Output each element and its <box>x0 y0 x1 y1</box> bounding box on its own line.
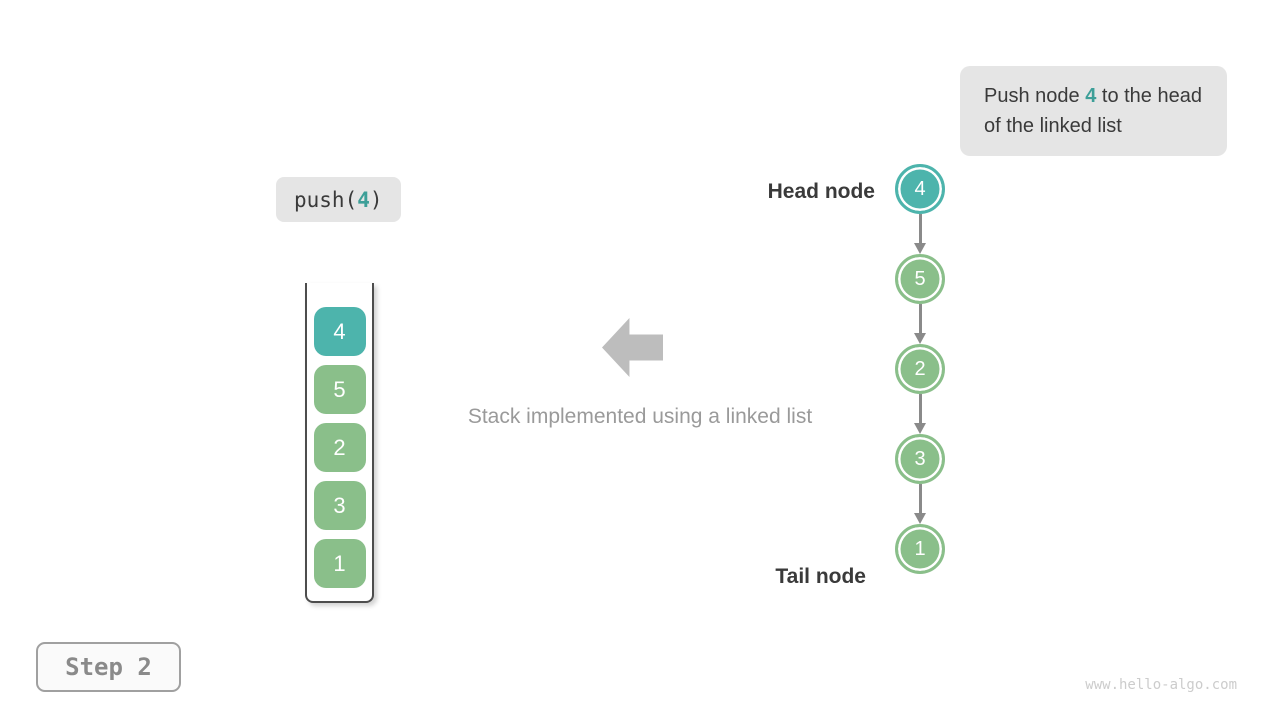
arrow-line <box>918 484 922 513</box>
stack-item: 4 <box>313 307 366 356</box>
arrow-line <box>918 214 922 243</box>
head-node-label: Head node <box>767 180 875 203</box>
tail-node-label: Tail node <box>775 565 866 588</box>
arrow-head <box>914 333 926 344</box>
caption-text: Stack implemented using a linked list <box>467 405 813 428</box>
watermark-text: www.hello-algo.com <box>1085 677 1237 693</box>
operation-prefix: push( <box>294 187 358 212</box>
step-badge: Step 2 <box>36 642 181 692</box>
callout-text-prefix: Push node <box>984 85 1086 107</box>
operation-arg: 4 <box>357 187 370 212</box>
arrow-line <box>918 304 922 333</box>
callout-highlight-value: 4 <box>1085 85 1097 107</box>
operation-suffix: ) <box>369 187 383 212</box>
stack-item: 5 <box>313 365 366 414</box>
arrow-down-icon <box>914 394 926 434</box>
arrow-line <box>918 394 922 423</box>
stack-item: 3 <box>313 481 366 530</box>
arrow-down-icon <box>914 304 926 344</box>
list-node: 2 <box>895 344 945 394</box>
callout-text-suffix: to the head of the linked list <box>984 85 1202 137</box>
arrow-down-icon <box>914 214 926 254</box>
linked-list: 4 5 2 3 1 <box>892 164 948 574</box>
operation-box: push(4) <box>276 177 401 222</box>
arrow-head <box>914 243 926 254</box>
arrow-down-icon <box>914 484 926 524</box>
list-node: 3 <box>895 434 945 484</box>
arrow-head <box>914 513 926 524</box>
stack-item: 1 <box>313 539 366 588</box>
left-arrow-icon <box>602 318 663 377</box>
arrow-head <box>914 423 926 434</box>
list-node: 1 <box>895 524 945 574</box>
callout-box: Push node 4 to the head of the linked li… <box>960 66 1227 156</box>
stack-item: 2 <box>313 423 366 472</box>
list-node: 4 <box>895 164 945 214</box>
list-node: 5 <box>895 254 945 304</box>
stack-container: 4 5 2 3 1 <box>305 283 374 603</box>
